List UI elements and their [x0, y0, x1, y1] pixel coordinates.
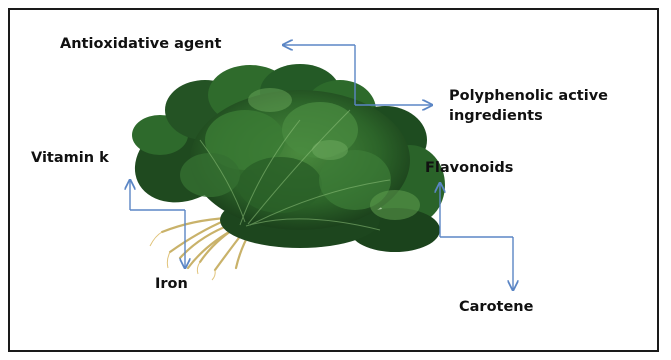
label-polyphenolic-line1: Polyphenolic active [449, 86, 608, 106]
label-antioxidative-agent: Antioxidative agent [60, 34, 221, 54]
label-vitamin-k: Vitamin k [31, 148, 109, 168]
spinach-leaves [121, 64, 445, 252]
label-polyphenolic-line2: ingredients [449, 106, 543, 126]
label-iron: Iron [155, 274, 188, 294]
label-flavonoids: Flavonoids [425, 158, 513, 178]
label-carotene: Carotene [459, 297, 533, 317]
spinach-image [121, 64, 445, 280]
